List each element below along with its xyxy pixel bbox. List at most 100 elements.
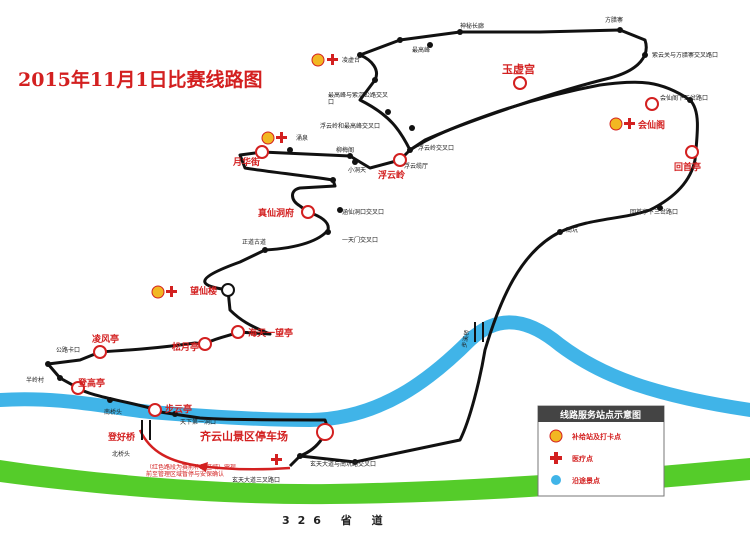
checkpoint-wangxian[interactable] bbox=[221, 283, 235, 297]
waypoint-dot bbox=[687, 97, 693, 103]
waypoint-dot bbox=[325, 229, 331, 235]
waypoint-dot bbox=[427, 42, 433, 48]
waypoint-dots bbox=[45, 27, 693, 465]
label-huishou: 回首亭 bbox=[674, 161, 701, 173]
label-denggao: 登高亭 bbox=[77, 377, 105, 389]
label-ziyun-fangla: 紫云关与方腊寨交叉路口 bbox=[652, 52, 718, 59]
legend-item-medical: 医疗点 bbox=[572, 454, 593, 463]
label-xiaodongtian: 小洞天 bbox=[348, 166, 366, 174]
supply-marker bbox=[261, 131, 287, 145]
label-buyun: 步云亭 bbox=[165, 403, 192, 415]
label-beiqiaotou: 北桥头 bbox=[112, 450, 130, 458]
legend-item-scenic: 沿途景点 bbox=[572, 476, 600, 485]
waypoint-dot bbox=[617, 27, 623, 33]
waypoint-dot bbox=[642, 52, 648, 58]
legend: 线路服务站点示意图 补给站及打卡点 医疗点 沿途景点 bbox=[537, 405, 665, 497]
label-huishou-cross: 回首亭下三岔路口 bbox=[630, 208, 678, 216]
waypoint-dot bbox=[397, 37, 403, 43]
label-nanqiaotou: 南桥头 bbox=[104, 408, 122, 416]
label-lingxutai: 凌虚台 bbox=[342, 56, 360, 64]
bridge-north bbox=[474, 322, 484, 342]
label-parking: 齐云山景区停车场 bbox=[200, 429, 288, 443]
legend-item-supply: 补给站及打卡点 bbox=[571, 432, 621, 441]
waypoint-dot bbox=[330, 177, 336, 183]
road-label: 326 省 道 bbox=[282, 513, 391, 527]
river bbox=[0, 315, 750, 428]
label-zhenxian-cross: 涵仙洞口交叉口 bbox=[342, 208, 384, 216]
map-title: 2015年11月1日比赛线路图 bbox=[18, 68, 263, 91]
supply-marker bbox=[311, 53, 338, 67]
label-yongquan: 涌泉 bbox=[296, 134, 308, 142]
legend-medical-icon bbox=[550, 452, 562, 464]
checkpoint-zhenxian[interactable] bbox=[301, 205, 315, 219]
label-bureau: 步溪桥 bbox=[460, 329, 471, 348]
label-denghao: 登好桥 bbox=[107, 431, 136, 443]
label-zuigao: 最高峰 bbox=[412, 46, 430, 54]
checkpoint-denggao[interactable] bbox=[71, 381, 85, 395]
supply-marker bbox=[151, 285, 177, 299]
checkpoint-yuehua[interactable] bbox=[255, 145, 269, 159]
legend-title: 线路服务站点示意图 bbox=[560, 409, 641, 421]
waypoint-dot bbox=[407, 147, 413, 153]
label-gongqiao: 公路卡口 bbox=[56, 346, 80, 354]
waypoint-dot bbox=[385, 109, 391, 115]
label-shenmi: 神秘长廊 bbox=[460, 22, 484, 30]
checkpoint-parking[interactable] bbox=[316, 423, 334, 441]
bridge-south bbox=[141, 420, 151, 440]
waypoint-dot bbox=[352, 159, 358, 165]
waypoint-dot bbox=[409, 125, 415, 131]
label-zhenxian: 真仙洞府 bbox=[258, 207, 294, 219]
checkpoint-songyue[interactable] bbox=[198, 337, 212, 351]
checkpoint-yuxu[interactable] bbox=[513, 76, 527, 90]
label-zuigao-cross: 最高峰与紫沉公路交叉口 bbox=[328, 92, 388, 106]
medical-marker bbox=[271, 454, 282, 465]
legend-supply-icon bbox=[549, 429, 563, 443]
label-fuyun: 浮云岭 bbox=[378, 169, 405, 181]
waypoint-dot bbox=[287, 147, 293, 153]
waypoint-dot bbox=[357, 52, 363, 58]
label-liumeige: 柳梅阁 bbox=[336, 146, 354, 154]
waypoint-dot bbox=[297, 453, 303, 459]
checkpoint-fuyun[interactable] bbox=[393, 153, 407, 167]
label-huixian: 会仙阁 bbox=[638, 119, 665, 131]
waypoint-dot bbox=[107, 397, 113, 403]
label-nankeng: 南坑 bbox=[566, 226, 578, 234]
waypoint-dot bbox=[457, 29, 463, 35]
label-lingfeng: 凌风亭 bbox=[92, 333, 119, 345]
label-xuantian-sanchakou: 玄天大道三叉路口 bbox=[232, 476, 280, 484]
checkpoint-buyun[interactable] bbox=[148, 403, 162, 417]
legend-scenic-icon bbox=[551, 475, 561, 485]
waypoint-dot bbox=[352, 459, 358, 465]
waypoint-dot bbox=[657, 205, 663, 211]
label-yitianmen: 一天门交叉口 bbox=[342, 236, 378, 244]
route-note: （红色路段为赛前补给区域）需提前至管理区域暂停与安保确认 bbox=[146, 464, 236, 478]
label-haitian: 海天一望亭 bbox=[248, 327, 293, 339]
checkpoint-haitian[interactable] bbox=[231, 325, 245, 339]
label-huixian-sancha: 会仙阁下三岔路口 bbox=[660, 94, 708, 102]
waypoint-dot bbox=[57, 375, 63, 381]
supply-marker bbox=[609, 117, 635, 131]
race-route-east bbox=[299, 80, 699, 464]
label-fuyun-zuigao: 浮云岭和最高峰交叉口 bbox=[320, 122, 380, 130]
waypoint-dot bbox=[45, 361, 51, 367]
waypoint-dot bbox=[557, 229, 563, 235]
label-banjie: 半岭村 bbox=[26, 376, 44, 384]
label-wangxian: 望仙楼 bbox=[190, 285, 217, 297]
label-songyue: 松月亭 bbox=[172, 341, 199, 353]
checkpoint-lingfeng[interactable] bbox=[93, 345, 107, 359]
waypoint-dot bbox=[337, 207, 343, 213]
label-tianxia: 天下第一洞口 bbox=[180, 418, 216, 426]
waypoint-dot bbox=[172, 411, 178, 417]
label-fangla: 方腊寨 bbox=[605, 16, 623, 24]
label-xuantian-nankeng: 玄天大道与南坑路交叉口 bbox=[310, 460, 376, 468]
waypoint-dot bbox=[262, 247, 268, 253]
checkpoint-huixian[interactable] bbox=[645, 97, 659, 111]
label-zhengdao: 正道古道 bbox=[242, 238, 266, 246]
label-yuxu: 玉虚宫 bbox=[502, 62, 535, 76]
checkpoint-huishou[interactable] bbox=[685, 145, 699, 159]
red-route-arrow bbox=[196, 462, 208, 472]
label-fuyunting: 浮云缆厅 bbox=[404, 162, 428, 170]
race-route bbox=[46, 28, 648, 468]
